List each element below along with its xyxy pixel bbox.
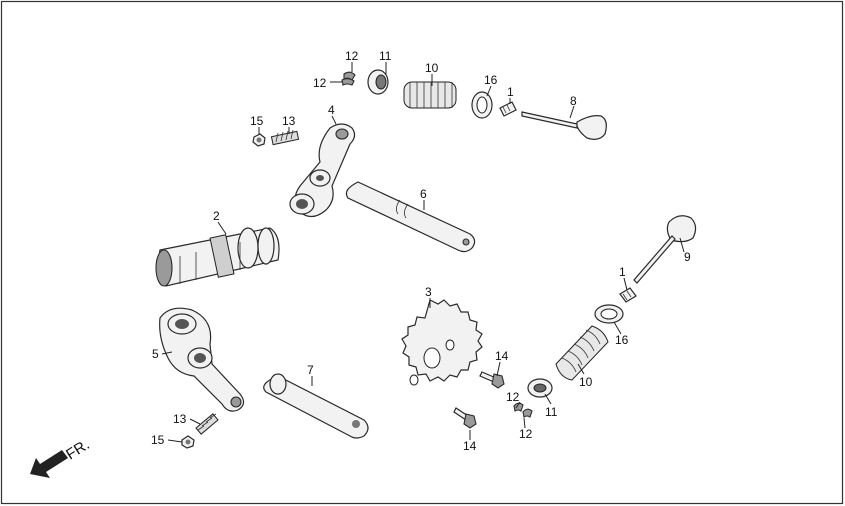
callout-5: 5	[152, 347, 159, 361]
rocker-shaft-upper	[345, 181, 476, 253]
lock-nut-lower	[181, 435, 195, 449]
callout-12-upper-b: 12	[313, 76, 327, 90]
rocker-shaft-lower	[263, 373, 369, 439]
exhaust-valve	[521, 111, 607, 140]
callout-11-upper: 11	[379, 49, 392, 63]
valve-retainer-lower	[527, 378, 553, 398]
valve-keeper-lower	[513, 402, 533, 418]
callout-14-right: 14	[495, 349, 509, 363]
callout-12-lower-a: 12	[506, 390, 520, 404]
valve-spring-upper	[403, 81, 457, 109]
adjust-screw-lower	[195, 413, 219, 435]
callout-2: 2	[213, 209, 220, 223]
rocker-arm-lower	[159, 307, 245, 412]
intake-valve	[633, 215, 697, 284]
sprocket-bolt-bottom	[453, 407, 477, 429]
valve-stem-seal-upper	[499, 101, 517, 117]
callout-6: 6	[420, 187, 427, 201]
callout-1-upper: 1	[507, 85, 514, 99]
leader-lines	[161, 62, 685, 443]
callout-13-lower: 13	[173, 412, 187, 426]
callout-11-lower: 11	[545, 405, 558, 419]
lock-nut-upper	[252, 133, 266, 147]
callout-12-lower-b: 12	[519, 427, 533, 441]
callout-12-upper-a: 12	[345, 49, 359, 63]
valve-spring-lower	[555, 325, 609, 381]
callout-1-lower: 1	[619, 265, 626, 279]
callout-14-bottom: 14	[463, 439, 477, 453]
callout-7: 7	[307, 363, 314, 377]
callout-3: 3	[425, 285, 432, 299]
callout-13-upper: 13	[282, 114, 296, 128]
cam-sprocket	[401, 299, 483, 386]
spring-seat-upper	[471, 91, 493, 119]
camshaft	[155, 227, 280, 287]
callout-9: 9	[684, 250, 691, 264]
arrow-left-icon	[30, 450, 68, 478]
callout-4: 4	[328, 103, 335, 117]
callout-16-upper: 16	[484, 73, 498, 87]
sprocket-bolt-right	[479, 371, 505, 389]
spring-seat-lower	[594, 304, 624, 324]
valve-retainer-upper	[367, 69, 389, 95]
callout-16-lower: 16	[615, 333, 629, 347]
callout-10-lower: 10	[579, 375, 593, 389]
callout-10-upper: 10	[425, 61, 439, 75]
callout-8: 8	[570, 94, 577, 108]
adjust-screw-upper	[270, 129, 300, 146]
valve-keeper-upper	[341, 71, 356, 86]
callout-15-upper: 15	[250, 114, 264, 128]
callout-15-lower: 15	[151, 433, 165, 447]
rocker-arm-upper	[289, 123, 356, 218]
